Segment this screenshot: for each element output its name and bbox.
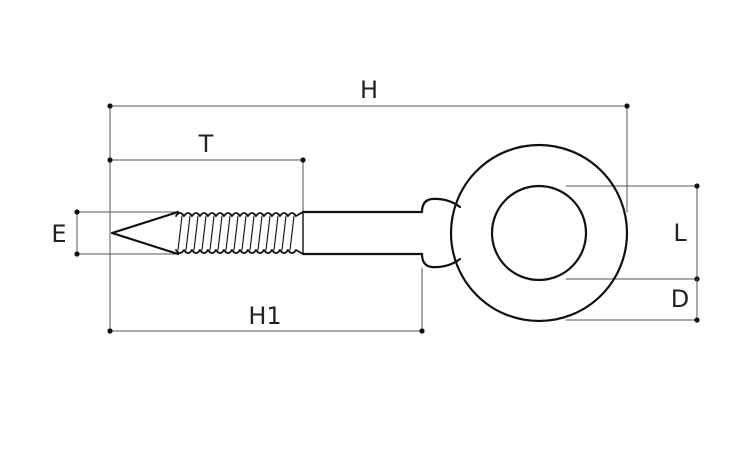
label-T: T [198,130,214,158]
dimension-T [107,157,306,213]
label-H1: H1 [248,302,282,330]
screw-tip [110,210,180,256]
dimension-dot [419,328,425,334]
dimension-L [565,183,700,282]
eye-inner-circle [490,184,588,282]
dimension-dot [624,103,630,109]
dimension-dot [107,103,113,109]
label-H: H [359,76,379,104]
thread-section [175,211,304,255]
dimension-dot [74,209,80,215]
dimension-D [565,278,700,323]
label-L: L [673,219,687,247]
eye-outer-circle [449,143,629,323]
screw-body [110,197,462,269]
dimension-dot [107,328,113,334]
dimension-dot [74,251,80,257]
neck-top [420,197,462,214]
eye-ring [449,143,629,323]
thread-hatching [177,215,295,251]
dimension-dot [694,317,700,323]
label-D: D [670,285,690,313]
dimension-dot [300,157,306,163]
dimension-dot [107,157,113,163]
dimension-H1 [107,231,425,334]
dimension-H [107,103,630,233]
neck-bottom [420,252,462,269]
dimension-E [74,209,179,257]
dimension-dot [694,183,700,189]
label-E: E [51,220,67,248]
